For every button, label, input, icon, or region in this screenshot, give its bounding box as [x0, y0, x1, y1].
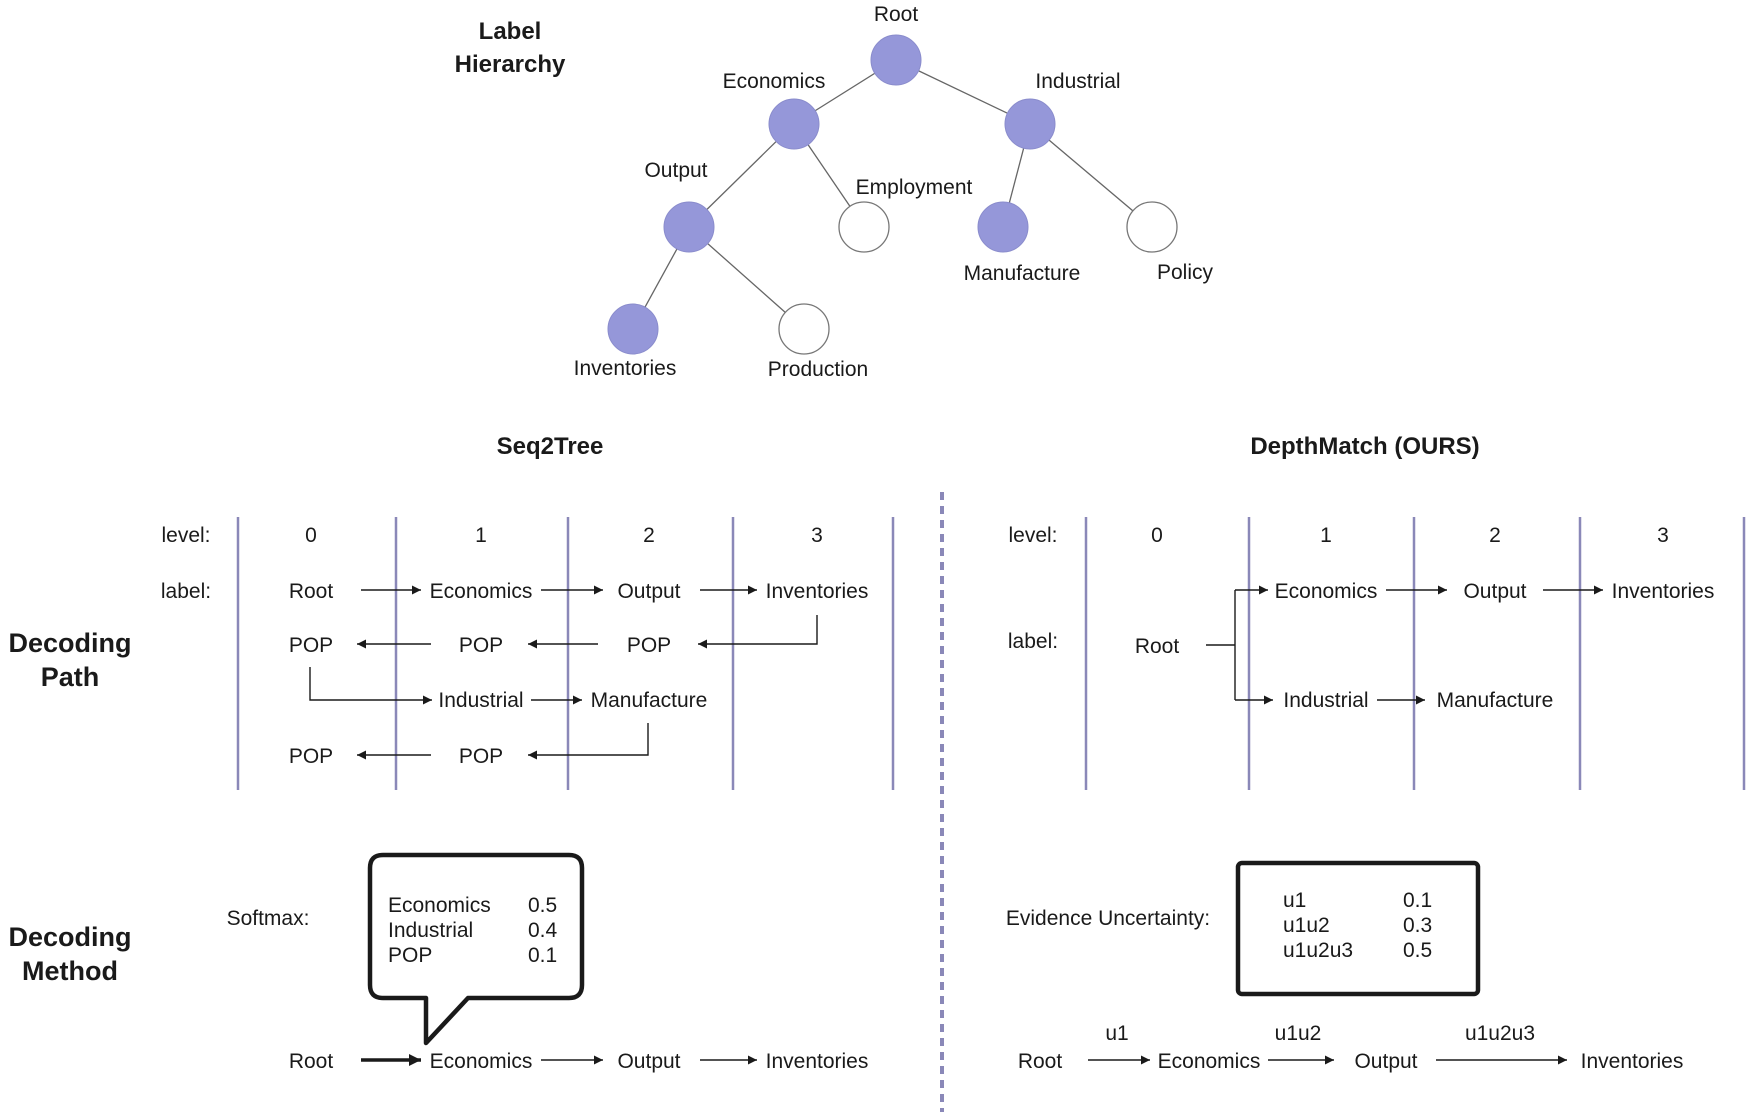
dm-root: Root — [1135, 635, 1180, 658]
s2t-economics: Economics — [430, 580, 533, 603]
s2t-industrial: Industrial — [438, 689, 523, 712]
s2t-pop: POP — [289, 634, 333, 657]
dm-economics: Economics — [1275, 580, 1378, 603]
dm-method-inventories: Inventories — [1581, 1050, 1684, 1073]
seq2tree-level-3: 3 — [811, 524, 823, 547]
dm-inventories: Inventories — [1612, 580, 1715, 603]
edge-label-u1: u1 — [1105, 1022, 1128, 1045]
softmax-item-value: 0.1 — [528, 944, 557, 967]
seq2tree-panel: Seq2Tree level: label: 0 1 2 3 Root Econ… — [161, 433, 895, 1073]
node-label-root: Root — [874, 3, 919, 26]
depthmatch-panel: DepthMatch (OURS) level: label: 0 1 2 3 … — [1006, 433, 1746, 1073]
depthmatch-level-1: 1 — [1320, 524, 1332, 547]
node-policy — [1126, 201, 1178, 253]
dm-output: Output — [1463, 580, 1526, 603]
node-output — [663, 201, 715, 253]
node-employment — [838, 201, 890, 253]
row-label-decoding-path-2: Path — [41, 662, 100, 692]
softmax-label: Softmax: — [227, 907, 310, 930]
node-label-policy: Policy — [1157, 261, 1214, 284]
softmax-speech-bubble — [367, 852, 585, 1046]
s2t-method-inventories: Inventories — [766, 1050, 869, 1073]
uncertainty-item-label: u1u2 — [1283, 914, 1330, 937]
s2t-root: Root — [289, 580, 334, 603]
depthmatch-level-0: 0 — [1151, 524, 1163, 547]
arrow — [698, 615, 818, 649]
node-inventories — [607, 303, 659, 355]
node-label-inventories: Inventories — [574, 357, 677, 380]
seq2tree-level-1: 1 — [475, 524, 487, 547]
depthmatch-level-2: 2 — [1489, 524, 1501, 547]
node-label-economics: Economics — [723, 70, 826, 93]
node-production — [778, 303, 830, 355]
node-label-production: Production — [768, 358, 868, 381]
s2t-pop: POP — [627, 634, 671, 657]
uncertainty-item-label: u1 — [1283, 889, 1306, 912]
uncertainty-item-value: 0.1 — [1403, 889, 1432, 912]
s2t-pop: POP — [459, 634, 503, 657]
seq2tree-level-label: level: — [161, 524, 210, 547]
node-label-industrial: Industrial — [1035, 70, 1120, 93]
softmax-item-label: Economics — [388, 894, 491, 917]
hierarchy-title-line2: Hierarchy — [455, 51, 566, 78]
s2t-method-output: Output — [617, 1050, 680, 1073]
s2t-pop: POP — [289, 745, 333, 768]
depthmatch-level-3: 3 — [1657, 524, 1669, 547]
depthmatch-level-label: level: — [1008, 524, 1057, 547]
dm-method-economics: Economics — [1158, 1050, 1261, 1073]
depthmatch-title: DepthMatch (OURS) — [1250, 433, 1479, 460]
uncertainty-box — [1235, 860, 1481, 997]
s2t-manufacture: Manufacture — [591, 689, 708, 712]
uncertainty-label: Evidence Uncertainty: — [1006, 907, 1210, 930]
hierarchy-title-line1: Label — [479, 18, 542, 45]
s2t-output: Output — [617, 580, 680, 603]
s2t-inventories: Inventories — [766, 580, 869, 603]
seq2tree-label-label: label: — [161, 580, 211, 603]
seq2tree-level-0: 0 — [305, 524, 317, 547]
dm-method-output: Output — [1354, 1050, 1417, 1073]
node-root — [870, 34, 922, 86]
uncertainty-item-value: 0.3 — [1403, 914, 1432, 937]
s2t-method-economics: Economics — [430, 1050, 533, 1073]
uncertainty-item-label: u1u2u3 — [1283, 939, 1353, 962]
label-hierarchy: Label Hierarchy Root Economics Industria… — [455, 3, 1214, 381]
s2t-method-root: Root — [289, 1050, 334, 1073]
node-label-output: Output — [644, 159, 707, 182]
seq2tree-title: Seq2Tree — [497, 433, 604, 460]
node-manufacture — [977, 201, 1029, 253]
node-label-employment: Employment — [856, 176, 973, 199]
seq2tree-level-2: 2 — [643, 524, 655, 547]
dm-industrial: Industrial — [1283, 689, 1368, 712]
edge-label-u1u2u3: u1u2u3 — [1465, 1022, 1535, 1045]
edge-industrial-policy — [1029, 123, 1153, 228]
softmax-item-value: 0.4 — [528, 919, 558, 942]
row-label-decoding-method-1: Decoding — [8, 922, 131, 952]
softmax-item-label: Industrial — [388, 919, 473, 942]
node-industrial — [1004, 98, 1056, 150]
s2t-pop: POP — [459, 745, 503, 768]
softmax-item-label: POP — [388, 944, 432, 967]
softmax-item-value: 0.5 — [528, 894, 557, 917]
depthmatch-label-label: label: — [1008, 630, 1058, 653]
uncertainty-item-value: 0.5 — [1403, 939, 1432, 962]
node-label-manufacture: Manufacture — [964, 262, 1081, 285]
row-label-decoding-method-2: Method — [22, 956, 118, 986]
node-economics — [768, 98, 820, 150]
row-label-decoding-path-1: Decoding — [8, 628, 131, 658]
dm-method-root: Root — [1018, 1050, 1063, 1073]
arrow — [528, 723, 649, 760]
edge-label-u1u2: u1u2 — [1275, 1022, 1322, 1045]
arrow — [309, 667, 432, 705]
dm-manufacture: Manufacture — [1437, 689, 1554, 712]
